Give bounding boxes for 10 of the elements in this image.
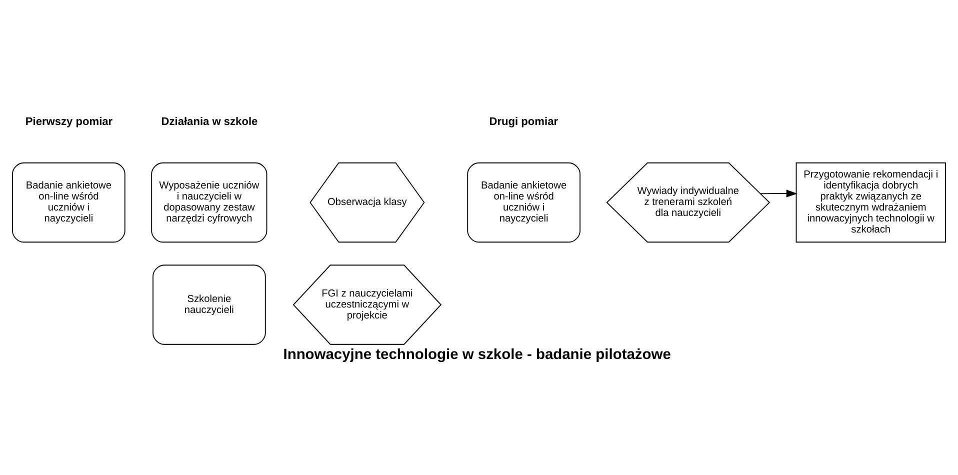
node-box: Badanie ankietowe on-line wśród uczniów i nayczycieli <box>12 162 126 243</box>
node-box: Badanie ankietowe on-line wśród uczniów i nayczycieli <box>467 162 580 243</box>
arrow <box>760 190 798 198</box>
label: Pierwszy pomiar <box>25 116 113 128</box>
label: Drugi pomiar <box>489 116 558 128</box>
node-box: Przygotowanie rekomendacji i identyfikacja dobrych praktyk związanych ze skutecznym wdrażaniem innowacyjnych technologii w szkołach <box>796 162 946 243</box>
label: Działania w szkole <box>161 116 258 128</box>
caption: Innowacyjne technologie w szkole - badanie pilotażowe <box>283 346 671 363</box>
node-box: Szkolenie nauczycieli <box>152 264 266 345</box>
node-box: Wyposażenie uczniów i nauczycieli w dopasowany zestaw narzędzi cyfrowych <box>151 162 268 243</box>
